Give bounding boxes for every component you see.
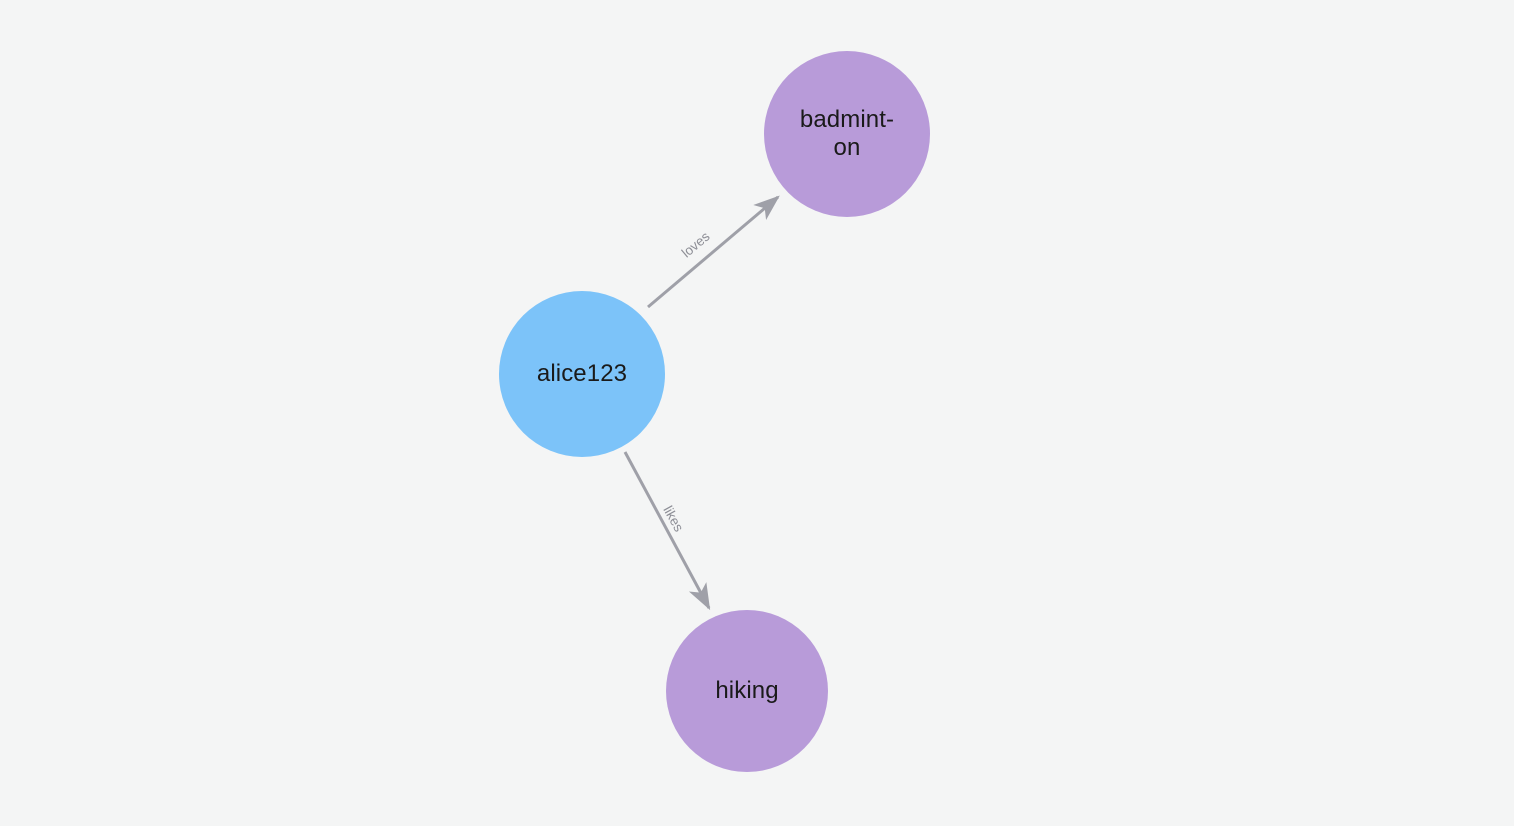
node-alice123[interactable]: alice123 xyxy=(499,291,665,457)
node-label-alice123: alice123 xyxy=(536,360,628,387)
edge-loves[interactable] xyxy=(647,195,780,309)
node-label-badminton: badmint- on xyxy=(799,106,895,161)
node-badminton[interactable]: badmint- on xyxy=(764,51,930,217)
node-hiking[interactable]: hiking xyxy=(666,610,828,772)
edge-likes[interactable] xyxy=(623,451,711,611)
node-label-hiking: hiking xyxy=(715,677,779,704)
